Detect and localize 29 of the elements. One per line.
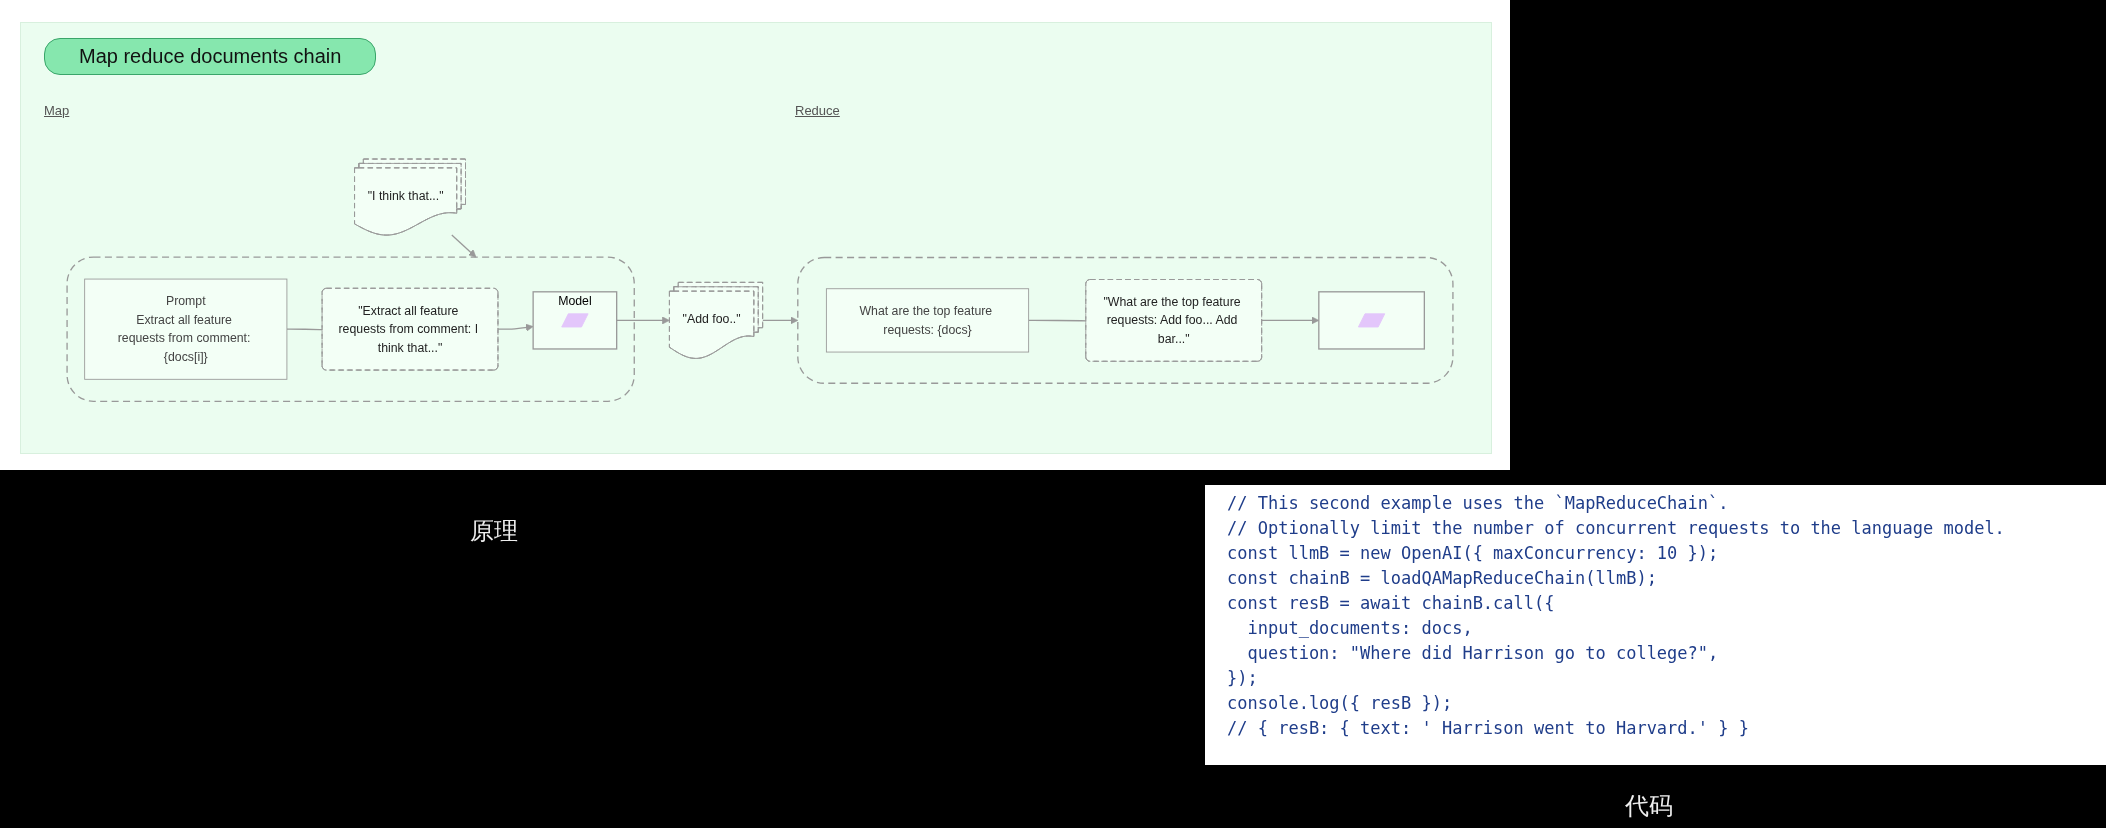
code-line: question: "Where did Harrison go to college?", [1246,642,1719,665]
cluster [1318,290,1425,350]
code-line: }); [1227,667,1258,690]
arrow [497,323,534,332]
cluster [797,256,1454,384]
node-parallelogram [1357,313,1386,328]
node-box: What are the top feature requests: {docs} [825,288,1030,353]
node-parallelogram [561,313,589,328]
caption: 代码 [1625,791,1673,821]
title-pill: Map reduce documents chain [44,38,377,75]
connector [1028,319,1087,322]
caption: 原理 [470,516,518,546]
code-line: const llmB = new OpenAI({ maxConcurrency: 10 }); [1227,542,1719,565]
connector [286,328,324,331]
cluster: Model [532,290,618,350]
section-label: Reduce [795,103,840,118]
code-line: // This second example uses the `MapReduceChain`. [1227,492,1729,515]
cluster [66,256,635,402]
section-label: Map [44,103,70,118]
code-line: const resB = await chainB.call({ [1227,592,1555,615]
arrow [451,234,477,258]
code-line: input_documents: docs, [1246,617,1473,640]
code-line: console.log({ resB }); [1227,692,1453,715]
node-box: Prompt Extract all feature requests from comment: {docs[i]} [84,278,288,380]
arrow [761,316,799,325]
arrow [616,316,670,325]
code-line: const chainB = loadQAMapReduceChain(llmB); [1227,567,1657,590]
code-line: // Optionally limit the number of concurrent requests to the language model. [1227,517,2005,540]
code-line: // { resB: { text: ' Harrison went to Harvard.' } } [1227,717,1749,740]
